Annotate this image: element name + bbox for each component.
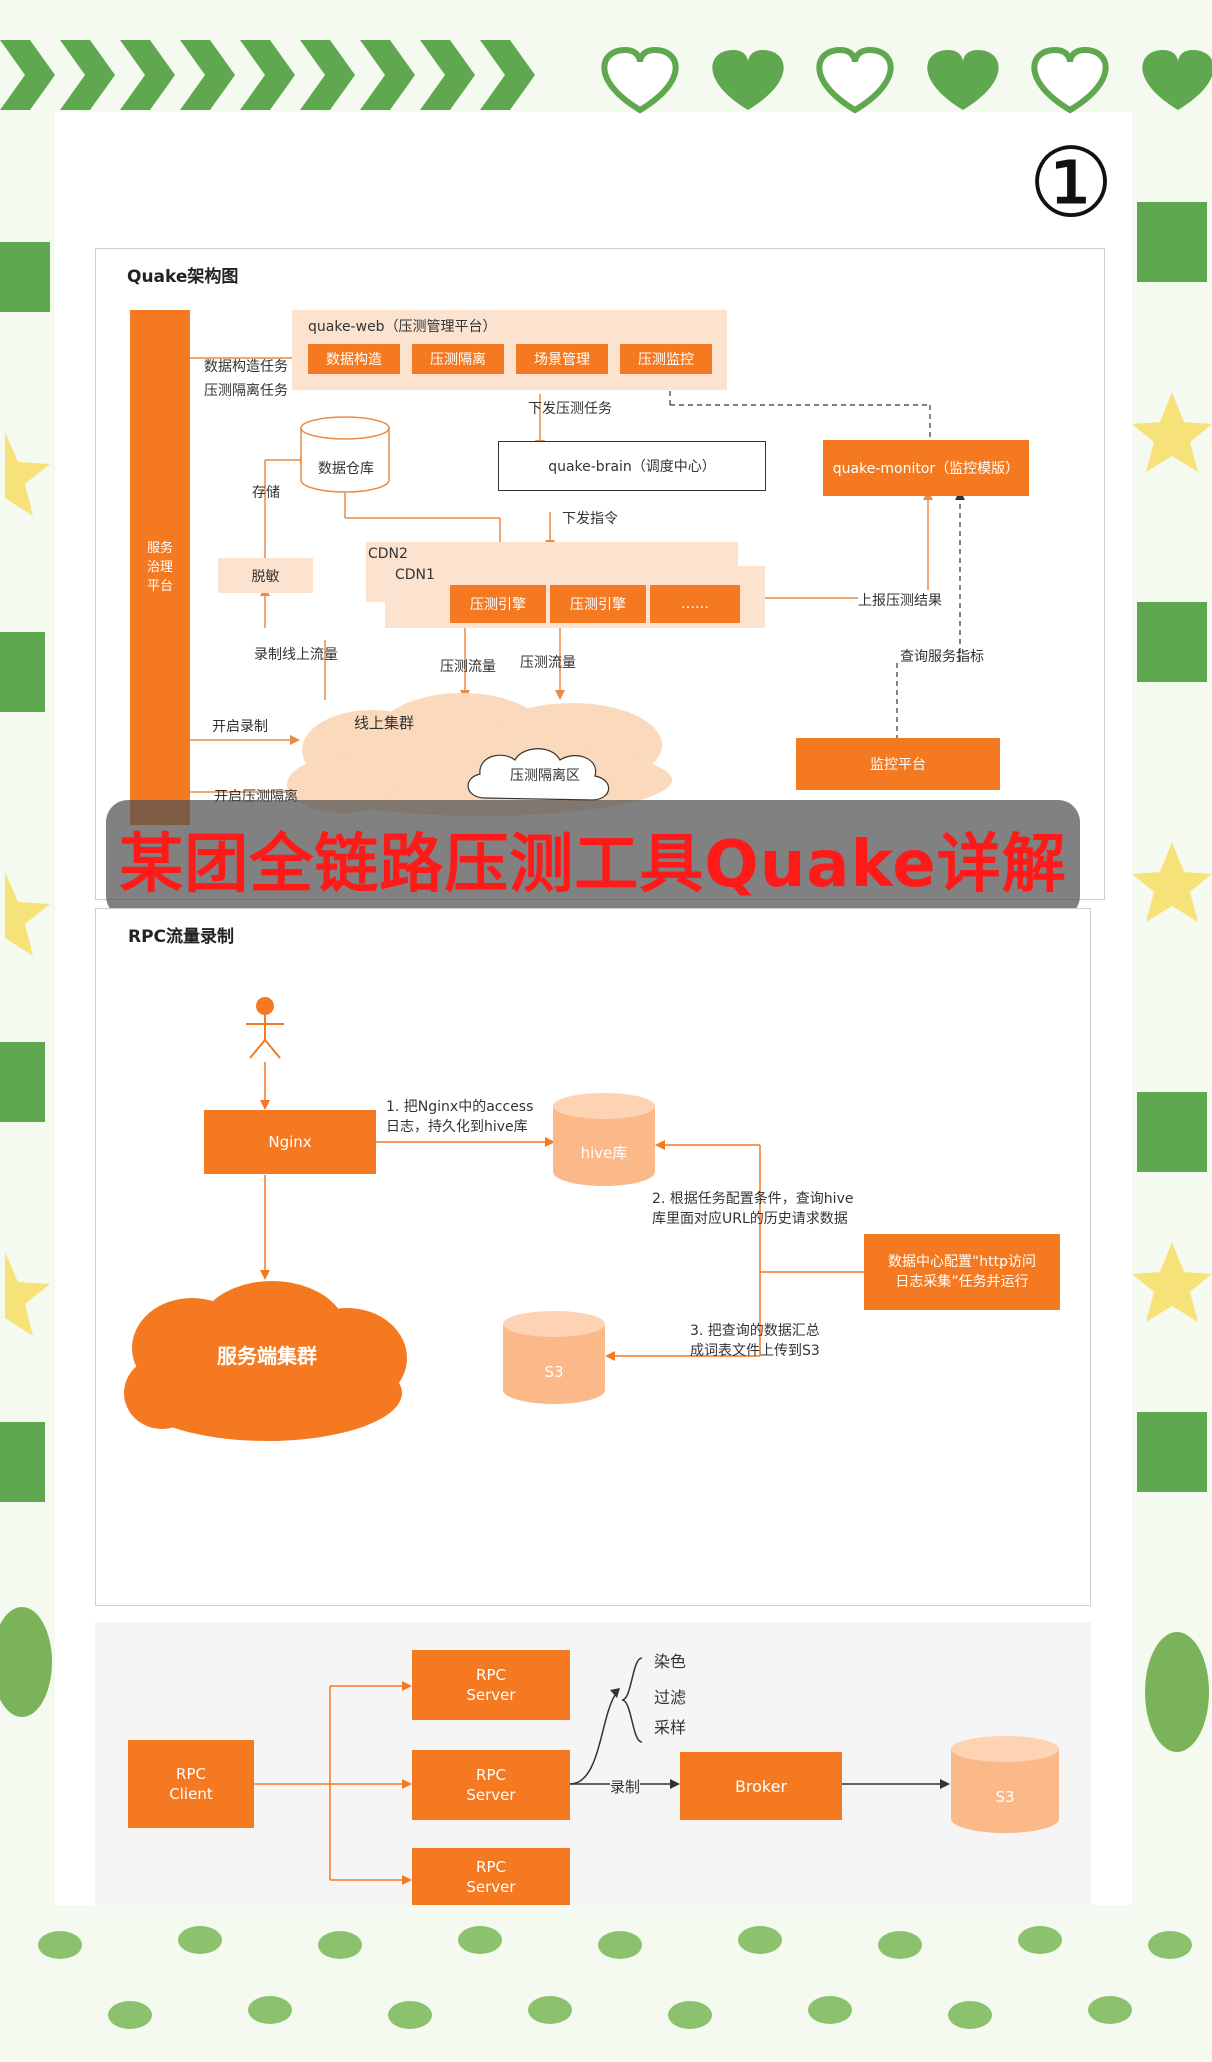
rpc-record-title: RPC流量录制: [128, 927, 235, 947]
step3-line2: 成词表文件上传到S3: [690, 1343, 820, 1359]
step1-line2: 日志，持久化到hive库: [386, 1119, 528, 1135]
frame-bottom: [0, 1905, 1212, 2062]
architecture-title: Quake架构图: [127, 267, 239, 287]
hive-label: hive库: [580, 1143, 628, 1162]
frame-top-decor: [0, 40, 1212, 114]
data-warehouse-label: 数据仓库: [318, 461, 374, 477]
frame-bottom-decor: [38, 1926, 1192, 2029]
online-cluster-label: 线上集群: [354, 714, 415, 732]
issue-command-label: 下发指令: [562, 511, 618, 527]
hive-cylinder: [553, 1093, 655, 1186]
rpc-server-3-line2: Server: [466, 1877, 516, 1896]
frame-left-decor: [0, 242, 52, 1717]
task-label-data-construct: 数据构造任务: [204, 359, 288, 375]
rpc-client-line2: Client: [169, 1785, 213, 1803]
frame-right: [1132, 112, 1212, 1905]
user-icon: [246, 997, 284, 1059]
broker-box: Broker: [680, 1752, 842, 1820]
report-result-label: 上报压测结果: [858, 590, 942, 610]
title-banner: 某团全链路压测工具Quake详解: [106, 800, 1080, 918]
isolation-zone-label: 压测隔离区: [510, 768, 580, 784]
cdn1-label: CDN1: [395, 567, 435, 583]
monitor-platform-box: 监控平台: [796, 738, 1000, 790]
task-label-isolation: 压测隔离任务: [204, 383, 288, 399]
rpc-client-box: RPC Client: [128, 1740, 254, 1828]
isolation-zone-cloud: [467, 748, 610, 801]
frame-right-decor: [1132, 202, 1212, 1752]
option-sample: 采样: [654, 1718, 687, 1737]
s3-label-record: S3: [544, 1363, 564, 1381]
rpc-server-box-2: RPC Server: [412, 1750, 570, 1820]
option-filter: 过滤: [654, 1688, 687, 1707]
option-dyeing: 染色: [654, 1652, 687, 1671]
page-number-badge: ①: [1027, 127, 1115, 239]
rpc-client-line1: RPC: [176, 1765, 206, 1783]
rpc-server-3-line1: RPC: [476, 1857, 506, 1876]
step2-line1: 2. 根据任务配置条件，查询hive: [652, 1191, 854, 1207]
step1-line1: 1. 把Nginx中的access: [386, 1099, 534, 1115]
issue-task-label: 下发压测任务: [528, 401, 612, 417]
rpc-server-box-1: RPC Server: [412, 1650, 570, 1720]
engine-box-1: 压测引擎: [450, 585, 546, 623]
quake-brain-box: quake-brain（调度中心）: [498, 441, 766, 491]
s3-cylinder-flow: [951, 1736, 1059, 1833]
quake-web-title: quake-web（压测管理平台）: [308, 319, 497, 335]
web-button-scenario[interactable]: 场景管理: [516, 344, 608, 374]
start-record-label: 开启录制: [212, 719, 268, 735]
data-warehouse-cylinder: [300, 416, 390, 493]
desensitize-box: 脱敏: [218, 558, 313, 593]
data-center-line2: 日志采集”任务并运行: [895, 1274, 1029, 1290]
desensitize-label: 脱敏: [251, 568, 280, 585]
rpc-server-2-line2: Server: [466, 1786, 516, 1804]
rpc-server-box-3: RPC Server: [412, 1848, 570, 1905]
flow-label-1: 压测流量: [440, 659, 496, 675]
web-button-monitor[interactable]: 压测监控: [620, 344, 712, 374]
data-center-box: 数据中心配置“http访问 日志采集”任务并运行: [864, 1234, 1060, 1310]
engine-box-2: 压测引擎: [550, 585, 646, 623]
step2-line2: 库里面对应URL的历史请求数据: [652, 1211, 848, 1227]
server-cluster-label: 服务端集群: [217, 1344, 317, 1368]
service-governance-bar: 服务 治理 平台: [130, 310, 190, 825]
rpc-server-1-line2: Server: [466, 1686, 516, 1704]
nginx-box: Nginx: [204, 1110, 376, 1174]
s3-cylinder-record: [503, 1311, 605, 1404]
cdn2-label: CDN2: [368, 546, 408, 562]
query-metrics-label: 查询服务指标: [900, 649, 984, 665]
s3-label-flow: S3: [995, 1788, 1015, 1806]
web-button-data-construct[interactable]: 数据构造: [308, 344, 400, 374]
step3-line1: 3. 把查询的数据汇总: [690, 1323, 820, 1339]
frame-left: [0, 112, 55, 1905]
server-cluster-cloud: [124, 1281, 407, 1441]
flow-label-2: 压测流量: [520, 655, 576, 671]
rpc-server-2-line1: RPC: [476, 1766, 506, 1784]
record-label: 录制: [610, 1776, 641, 1797]
data-center-line1: 数据中心配置“http访问: [888, 1254, 1036, 1270]
engine-box-more: ……: [650, 585, 740, 623]
store-label: 存储: [252, 485, 280, 501]
quake-monitor-box: quake-monitor（监控模版）: [823, 440, 1029, 496]
web-button-isolation[interactable]: 压测隔离: [412, 344, 504, 374]
record-online-flow-label: 录制线上流量: [254, 647, 338, 663]
frame-top: [0, 0, 1212, 114]
rpc-server-1-line1: RPC: [476, 1666, 506, 1684]
banner-title: 某团全链路压测工具Quake详解: [119, 828, 1067, 902]
